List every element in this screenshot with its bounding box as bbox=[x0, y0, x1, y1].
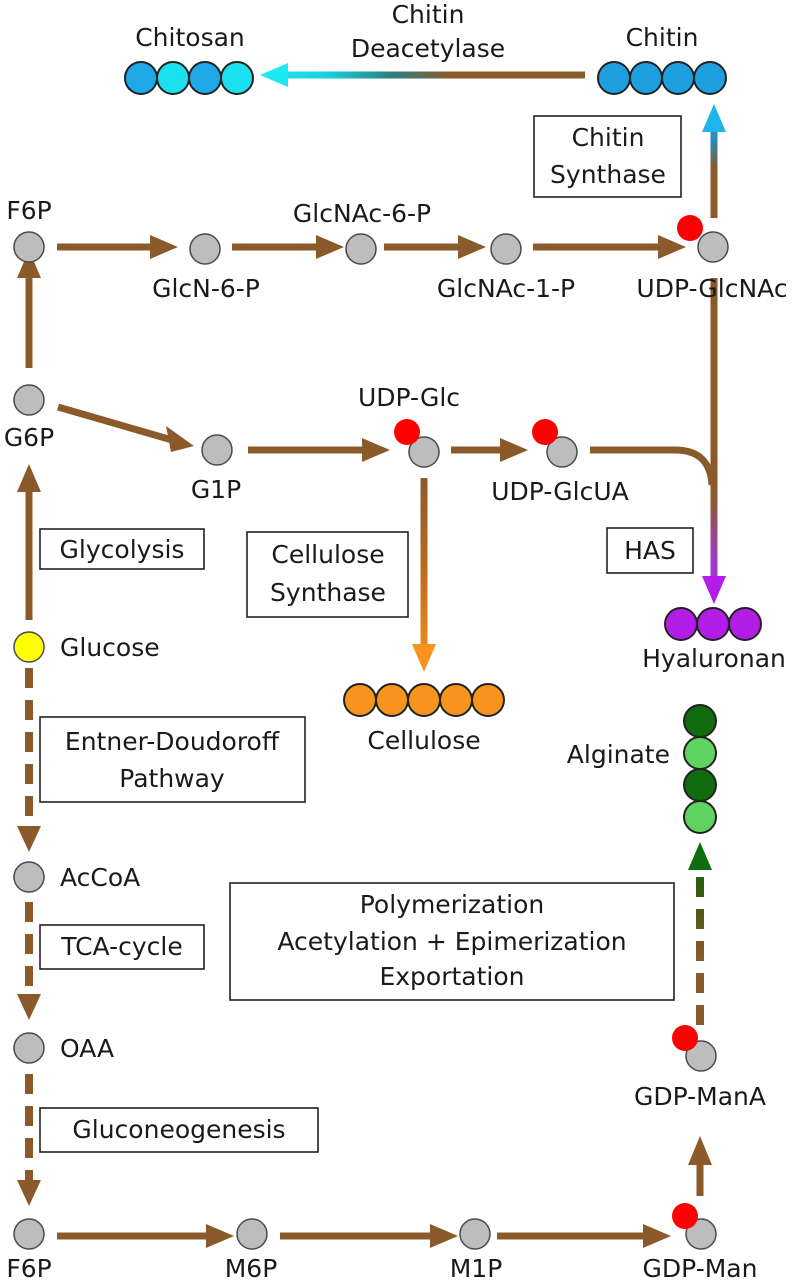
label-glucose: Glucose bbox=[60, 633, 160, 662]
label-udpglc: UDP-Glc bbox=[358, 383, 460, 412]
label-cellulose-synthase-line2: Synthase bbox=[270, 578, 386, 607]
arrowhead bbox=[430, 1224, 458, 1248]
node-gdpmana bbox=[685, 1040, 717, 1072]
label-udpglcnac: UDP-GlcNAc bbox=[636, 274, 787, 303]
arrow-g6p-g1p bbox=[57, 403, 173, 444]
label-glcn6p: GlcN-6-P bbox=[152, 274, 260, 303]
node-g6p bbox=[13, 384, 45, 416]
arrowhead bbox=[17, 250, 41, 278]
label-tca-cycle: TCA-cycle bbox=[60, 932, 182, 961]
label-m1p: M1P bbox=[450, 1254, 503, 1282]
arrowhead bbox=[166, 426, 194, 452]
label-cellulose: Cellulose bbox=[367, 726, 480, 755]
arrowhead bbox=[500, 438, 528, 462]
gluconeogenesis-box bbox=[39, 1107, 319, 1153]
hyaluronan-polymer bbox=[664, 607, 762, 641]
phosphate-gdpman bbox=[672, 1203, 698, 1229]
label-m6p: M6P bbox=[225, 1254, 278, 1282]
arrowhead bbox=[362, 438, 390, 462]
node-gdpman bbox=[685, 1218, 717, 1250]
node-f6p-bottom bbox=[13, 1218, 45, 1250]
arrowhead bbox=[17, 994, 41, 1020]
node-udpglcua bbox=[546, 436, 578, 468]
label-chitin: Chitin bbox=[626, 23, 699, 52]
arrowhead bbox=[702, 104, 726, 132]
arrowhead bbox=[17, 464, 41, 492]
label-glcnac1p: GlcNAc-1-P bbox=[437, 274, 575, 303]
label-udpglcua: UDP-GlcUA bbox=[491, 477, 628, 506]
label-chitin-synthase-line1: Chitin bbox=[572, 123, 645, 152]
arrowhead bbox=[458, 235, 486, 259]
arrowhead bbox=[260, 63, 288, 87]
label-glcnac6p: GlcNAc-6-P bbox=[293, 199, 431, 228]
label-chitin-deacetylase-line1: Chitin bbox=[392, 0, 465, 29]
label-chitosan: Chitosan bbox=[135, 23, 245, 52]
process-box bbox=[229, 882, 675, 1001]
arrowhead bbox=[702, 576, 726, 604]
label-g1p: G1P bbox=[191, 475, 241, 504]
label-hyaluronan: Hyaluronan bbox=[642, 644, 786, 673]
label-process-line1: Polymerization bbox=[360, 890, 545, 919]
has-box bbox=[606, 527, 694, 574]
arrowhead bbox=[412, 644, 436, 672]
arrow-udpglcua-hyaluronan bbox=[590, 446, 716, 486]
label-glycolysis: Glycolysis bbox=[60, 535, 185, 564]
chitosan-polymer bbox=[124, 61, 254, 95]
label-entner-doudoroff-line1: Entner-Doudoroff bbox=[65, 727, 280, 756]
label-gdpmana: GDP-ManA bbox=[634, 1082, 766, 1111]
arrowhead bbox=[206, 1224, 234, 1248]
glycolysis-box bbox=[39, 528, 205, 570]
alginate-polymer bbox=[683, 704, 717, 834]
phosphate-udpglcua bbox=[532, 419, 558, 445]
node-accoa bbox=[13, 861, 45, 893]
label-f6p-bottom: F6P bbox=[6, 1254, 51, 1282]
arrowhead bbox=[688, 842, 712, 870]
label-gluconeogenesis: Gluconeogenesis bbox=[72, 1115, 285, 1144]
label-f6p-top: F6P bbox=[6, 196, 51, 225]
arrowhead bbox=[316, 235, 344, 259]
arrowhead bbox=[17, 826, 41, 852]
node-glcnac6p bbox=[345, 233, 377, 265]
label-alginate: Alginate bbox=[567, 740, 670, 769]
node-glcn6p bbox=[189, 233, 221, 265]
arrowhead bbox=[688, 1136, 712, 1165]
label-entner-doudoroff-line2: Pathway bbox=[119, 764, 225, 793]
arrowhead bbox=[643, 1224, 671, 1248]
tca-cycle-box bbox=[39, 924, 205, 970]
node-f6p-top bbox=[13, 231, 45, 263]
label-accoa: AcCoA bbox=[60, 863, 140, 892]
label-oaa: OAA bbox=[60, 1034, 114, 1063]
node-m1p bbox=[459, 1218, 491, 1250]
phosphate-gdpmana bbox=[672, 1025, 698, 1051]
chitin-synthase-box bbox=[533, 115, 682, 198]
label-cellulose-synthase-line1: Cellulose bbox=[271, 540, 384, 569]
label-g6p: G6P bbox=[4, 423, 54, 452]
node-glucose bbox=[13, 631, 45, 663]
arrowhead bbox=[150, 235, 178, 259]
label-has: HAS bbox=[624, 536, 676, 565]
label-chitin-synthase-line2: Synthase bbox=[550, 160, 666, 189]
entner-doudoroff-box bbox=[39, 716, 306, 803]
node-udpglc bbox=[408, 436, 440, 468]
label-process-line2: Acetylation + Epimerization bbox=[277, 927, 626, 956]
label-chitin-deacetylase-line2: Deacetylase bbox=[351, 34, 505, 63]
node-oaa bbox=[13, 1032, 45, 1064]
node-udpglcnac bbox=[697, 231, 729, 263]
node-glcnac1p bbox=[490, 233, 522, 265]
chitin-polymer bbox=[597, 61, 727, 95]
arrowhead bbox=[17, 1180, 41, 1206]
node-g1p bbox=[201, 434, 233, 466]
node-m6p bbox=[236, 1218, 268, 1250]
phosphate-udpglcnac bbox=[677, 215, 703, 241]
phosphate-udpglc bbox=[394, 419, 420, 445]
cellulose-synthase-box bbox=[246, 531, 409, 618]
label-gdpman: GDP-Man bbox=[643, 1254, 758, 1282]
label-process-line3: Exportation bbox=[379, 962, 524, 991]
cellulose-polymer bbox=[343, 683, 505, 717]
arrowhead bbox=[658, 235, 686, 259]
